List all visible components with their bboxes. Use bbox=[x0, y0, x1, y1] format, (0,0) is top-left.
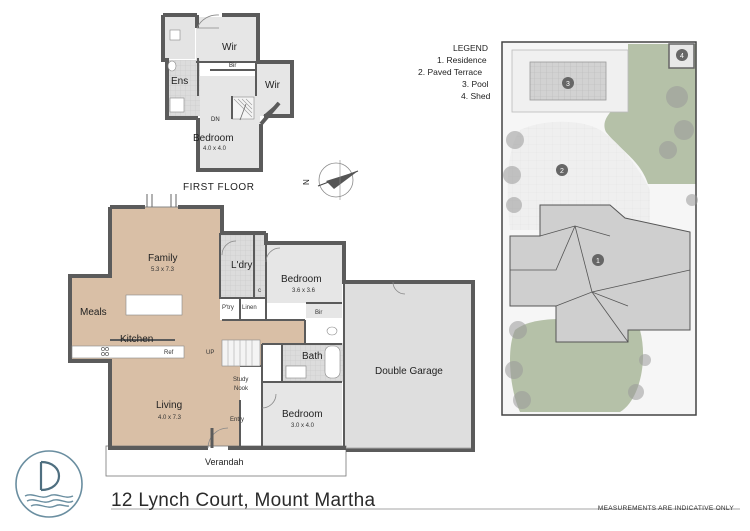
family-dim: 5.3 x 7.3 bbox=[151, 267, 175, 273]
ff-bir-label: Bir bbox=[229, 63, 236, 69]
ff-wir-top-label: Wir bbox=[222, 42, 238, 53]
site-marker-1: 1 bbox=[592, 254, 604, 266]
first-floor-title: FIRST FLOOR bbox=[183, 182, 254, 193]
measurements-note: MEASUREMENTS ARE INDICATIVE ONLY bbox=[597, 505, 734, 512]
brand-logo-icon bbox=[15, 450, 83, 518]
bedroom-b-label: Bedroom bbox=[282, 409, 323, 420]
site-marker-2: 2 bbox=[556, 164, 568, 176]
pantry-label: P'try bbox=[222, 305, 234, 311]
svg-text:1: 1 bbox=[596, 258, 600, 265]
bedroom-a-label: Bedroom bbox=[281, 274, 322, 285]
tree-icons bbox=[503, 86, 698, 409]
legend-item: 2. Paved Terrace bbox=[418, 67, 482, 77]
family-label: Family bbox=[148, 253, 177, 264]
site-marker-3: 3 bbox=[562, 77, 574, 89]
study-label: Study bbox=[233, 377, 248, 383]
living-label: Living bbox=[156, 400, 182, 411]
nook-label: Nook bbox=[234, 386, 249, 392]
compass-north-label: N bbox=[302, 179, 311, 185]
ff-bedroom-label: Bedroom bbox=[193, 133, 234, 144]
ref-label: Ref bbox=[164, 350, 174, 356]
bir-label: Bir bbox=[315, 310, 322, 316]
ground-floor-plan: Family 5.3 x 7.3 L'dry Bedroom 3.6 x 3.6… bbox=[68, 194, 475, 477]
ff-bedroom-dim: 4.0 x 4.0 bbox=[203, 146, 227, 152]
legend-item: 4. Shed bbox=[461, 91, 491, 101]
site-plan: 1 2 3 4 bbox=[501, 41, 698, 416]
compass-icon: N bbox=[302, 160, 359, 200]
ff-dn-label: DN bbox=[211, 117, 220, 123]
legend-item: 1. Residence bbox=[437, 55, 487, 65]
ff-ens-label: Ens bbox=[171, 76, 188, 87]
svg-text:2: 2 bbox=[560, 168, 564, 175]
legend-item: 3. Pool bbox=[462, 79, 489, 89]
meals-label: Meals bbox=[80, 307, 107, 318]
first-floor-plan: Wir Bir Ens Wir DN Bedroom 4.0 x 4.0 FIR… bbox=[161, 13, 294, 193]
cooktop-icon bbox=[101, 347, 109, 356]
svg-text:3: 3 bbox=[566, 81, 570, 88]
legend-title: LEGEND bbox=[453, 43, 488, 53]
property-address: 12 Lynch Court, Mount Martha bbox=[111, 490, 376, 511]
verandah-label: Verandah bbox=[205, 457, 244, 467]
entry-label: Entry bbox=[230, 417, 244, 423]
laundry-label: L'dry bbox=[231, 260, 252, 271]
bedroom-a-dim: 3.6 x 3.6 bbox=[292, 288, 316, 294]
cupboard-label: c bbox=[258, 288, 261, 294]
kitchen-label: Kitchen bbox=[120, 334, 153, 345]
bath-label: Bath bbox=[302, 351, 323, 362]
site-marker-4: 4 bbox=[676, 49, 688, 61]
stairs-icon bbox=[231, 96, 255, 121]
living-dim: 4.0 x 7.3 bbox=[158, 415, 182, 421]
linen-label: Linen bbox=[242, 305, 257, 311]
svg-text:4: 4 bbox=[680, 53, 684, 60]
bedroom-b-dim: 3.0 x 4.0 bbox=[291, 423, 315, 429]
legend: LEGEND 1. Residence 2. Paved Terrace 3. … bbox=[418, 43, 491, 101]
ground-stairs-icon bbox=[221, 339, 261, 367]
stairs-up-label: UP bbox=[206, 350, 214, 356]
garage-label: Double Garage bbox=[375, 366, 443, 377]
ff-wir-right-label: Wir bbox=[265, 80, 281, 91]
